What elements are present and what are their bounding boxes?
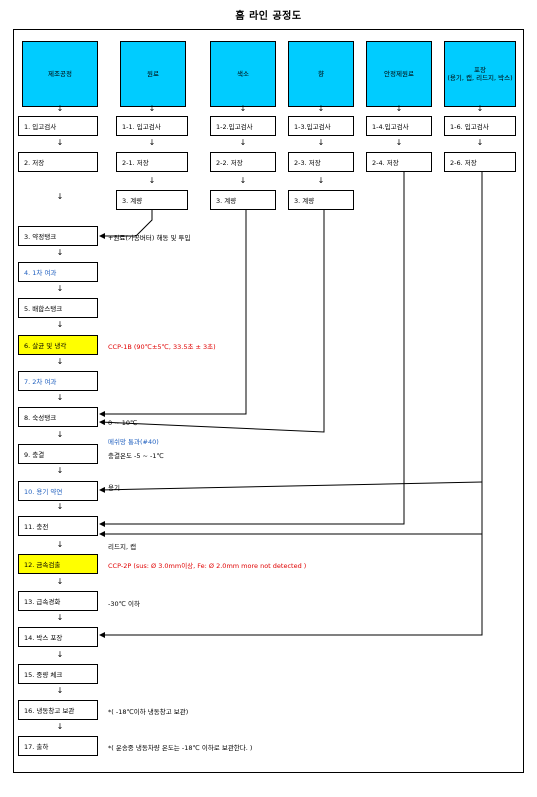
- arrow-main-3: ↓: [56, 320, 64, 329]
- arrow-main-8: ↓: [56, 502, 64, 511]
- arrow-main-4: ↓: [56, 357, 64, 366]
- step-5: 5. 배합스탱크: [18, 298, 98, 318]
- note-step-8b: 메쉬망 통과(#40): [108, 438, 159, 446]
- arrow-main-6: ↓: [56, 430, 64, 439]
- arrow-c5-1: ↓: [476, 104, 484, 113]
- arrow-main-2: ↓: [56, 284, 64, 293]
- line-flavor-to-step8: [99, 210, 325, 433]
- arrow-c0-3: ↓: [56, 192, 64, 201]
- line-raw-to-step3: [99, 210, 153, 239]
- arrow-main-10: ↓: [56, 577, 64, 586]
- arrow-c0-1: ↓: [56, 104, 64, 113]
- step-6: 6. 살균 및 냉각: [18, 335, 98, 355]
- header-colorant: 색소: [210, 41, 276, 107]
- step-9: 9. 충결: [18, 444, 98, 464]
- arrow-c4-1: ↓: [395, 104, 403, 113]
- note-step-13: -30℃ 이하: [108, 600, 140, 608]
- c4-box-1: 1-4.입고검사: [366, 116, 432, 136]
- page-title: 홈 라인 공정도: [235, 11, 302, 22]
- note-step-3: +원료(가공버터) 해동 및 투입: [108, 234, 191, 242]
- diagram-frame: [13, 29, 524, 773]
- header-raw-material: 원료: [120, 41, 186, 107]
- arrow-main-12: ↓: [56, 650, 64, 659]
- c0-box-2: 2. 저장: [18, 152, 98, 172]
- step-13: 13. 급속경화: [18, 591, 98, 611]
- arrow-c1-1: ↓: [148, 104, 156, 113]
- c2-box-3: 3. 계량: [210, 190, 276, 210]
- step-17: 17. 출하: [18, 736, 98, 756]
- line-packaging-main: [99, 172, 483, 638]
- note-step-12: CCP-2P (sus: Ø 3.0mm이상, Fe: Ø 2.0mm more…: [108, 562, 307, 570]
- header-manufacturing: 제조공정: [22, 41, 98, 107]
- line-packaging-to-step10: [99, 481, 483, 493]
- step-16: 16. 냉동창고 보관: [18, 700, 98, 720]
- step-7: 7. 2차 여과: [18, 371, 98, 391]
- arrow-main-1: ↓: [56, 248, 64, 257]
- line-colorant-to-step8: [99, 210, 247, 417]
- header-packaging: 포장 (용기, 캡, 리드지, 박스): [444, 41, 516, 107]
- c2-box-1: 1-2.입고검사: [210, 116, 276, 136]
- step-4: 4. 1차 여과: [18, 262, 98, 282]
- arrow-c3-2: ↓: [317, 138, 325, 147]
- step-12: 12. 금속검출: [18, 554, 98, 574]
- c5-box-2: 2-6. 저장: [444, 152, 516, 172]
- step-11: 11. 충전: [18, 516, 98, 536]
- arrow-c4-2: ↓: [395, 138, 403, 147]
- c1-box-3: 3. 계량: [116, 190, 188, 210]
- line-stabilizer-to-step11: [99, 172, 405, 527]
- note-step-17: *( 운송중 냉동차량 온도는 -18℃ 이하로 보관한다. ): [108, 744, 253, 752]
- c4-box-2: 2-4. 저장: [366, 152, 432, 172]
- arrow-c2-1: ↓: [239, 104, 247, 113]
- arrow-c0-2: ↓: [56, 138, 64, 147]
- step-14: 14. 박스 포장: [18, 627, 98, 647]
- step-8: 8. 숙성탱크: [18, 407, 98, 427]
- c5-box-1: 1-6. 입고검사: [444, 116, 516, 136]
- arrow-main-5: ↓: [56, 393, 64, 402]
- c1-box-2: 2-1. 저장: [116, 152, 188, 172]
- c3-box-1: 1-3.입고검사: [288, 116, 354, 136]
- arrow-c3-3: ↓: [317, 176, 325, 185]
- c0-box-1: 1. 입고검사: [18, 116, 98, 136]
- arrow-main-11: ↓: [56, 613, 64, 622]
- note-step-16: *( -18℃이하 냉동창고 보관): [108, 708, 189, 716]
- step-15: 15. 중량 체크: [18, 664, 98, 684]
- c3-box-3: 3. 계량: [288, 190, 354, 210]
- header-flavor: 향: [288, 41, 354, 107]
- arrow-c1-2: ↓: [148, 138, 156, 147]
- arrow-main-9: ↓: [56, 540, 64, 549]
- arrow-c2-3: ↓: [239, 176, 247, 185]
- arrow-main-13: ↓: [56, 686, 64, 695]
- step-3: 3. 약정탱크: [18, 226, 98, 246]
- c2-box-2: 2-2. 저장: [210, 152, 276, 172]
- c3-box-2: 2-3. 저장: [288, 152, 354, 172]
- arrow-c5-2: ↓: [476, 138, 484, 147]
- c1-box-1: 1-1. 입고검사: [116, 116, 188, 136]
- arrow-main-14: ↓: [56, 722, 64, 731]
- note-step-10: 용기: [108, 484, 120, 492]
- arrow-c1-3: ↓: [148, 176, 156, 185]
- arrow-main-7: ↓: [56, 466, 64, 475]
- note-step-11: 리드지, 캡: [108, 543, 137, 551]
- note-step-6: CCP-1B (90℃±5℃, 33.5초 ± 3초): [108, 343, 216, 351]
- arrow-c3-1: ↓: [317, 104, 325, 113]
- step-10: 10. 용기 약연: [18, 481, 98, 501]
- arrow-c2-2: ↓: [239, 138, 247, 147]
- note-step-9: 충결온도 -5 ~ -1℃: [108, 452, 164, 460]
- header-stabilizer: 안정제원료: [366, 41, 432, 107]
